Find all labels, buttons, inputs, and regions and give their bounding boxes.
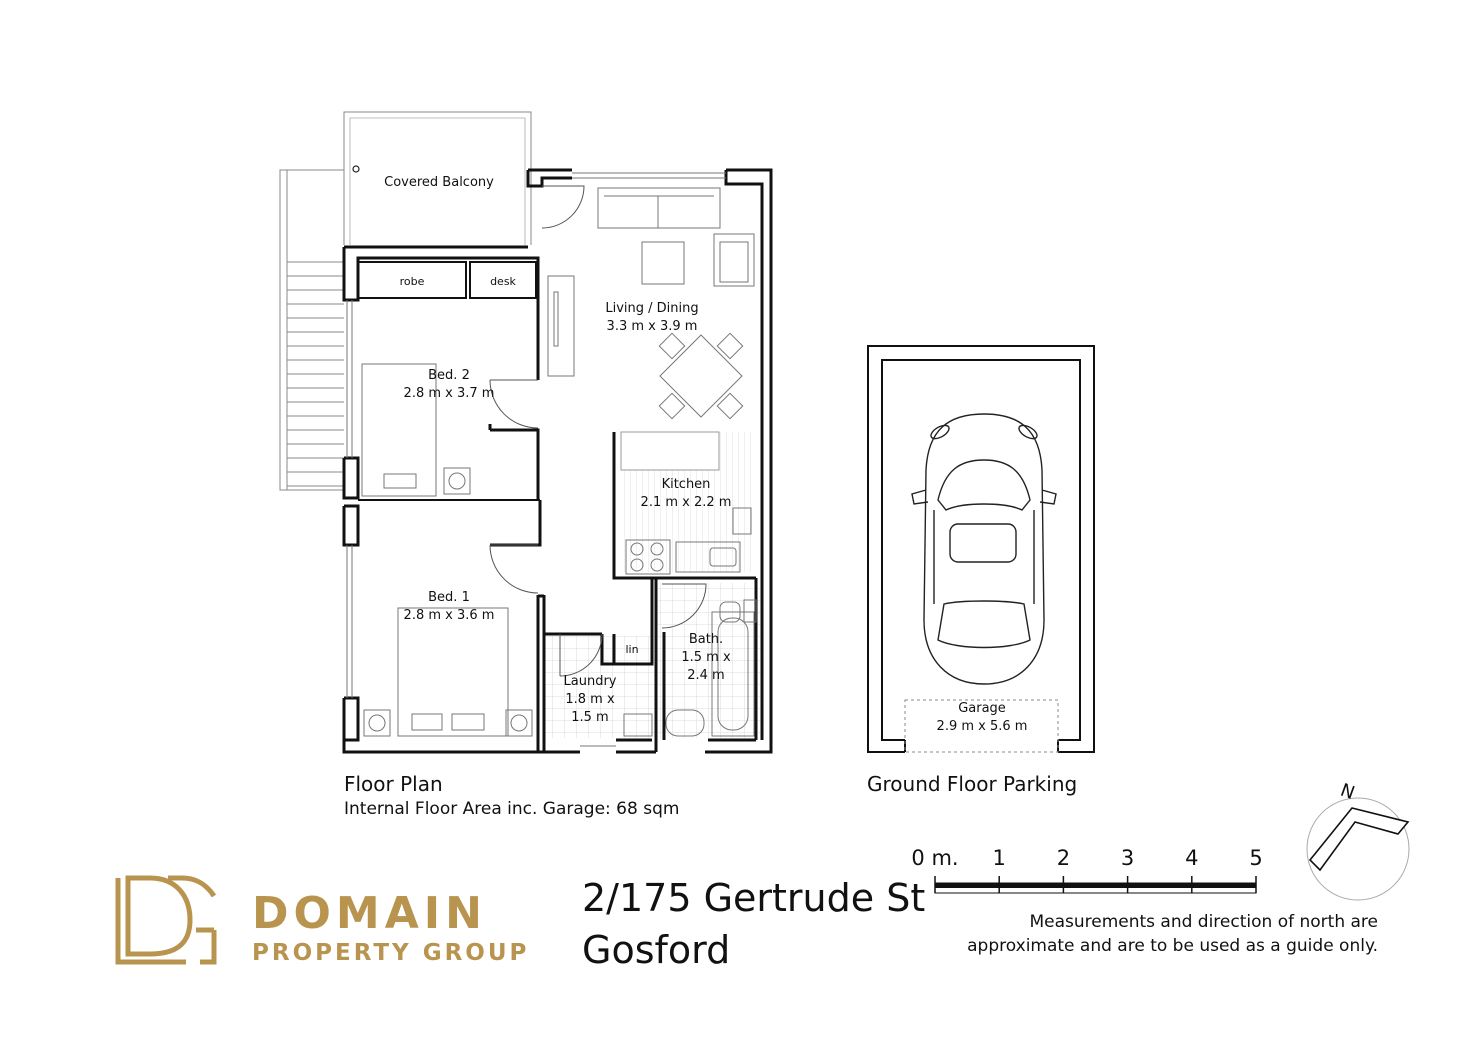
- linen-label: lin: [625, 643, 638, 656]
- scale-label: 5: [1249, 846, 1263, 870]
- north-compass-icon: N: [1306, 780, 1410, 901]
- laundry-label: Laundry: [564, 674, 617, 689]
- floor-plan-caption: Floor Plan: [344, 772, 443, 796]
- brand-subtitle: PROPERTY GROUP: [252, 940, 530, 966]
- scale-bar: [934, 876, 1257, 894]
- parking-caption: Ground Floor Parking: [867, 772, 1078, 796]
- covered-balcony: [343, 111, 532, 245]
- car-icon: [911, 413, 1057, 685]
- bath-label: Bath.: [689, 632, 723, 647]
- desk-label: desk: [490, 275, 516, 288]
- garage-size: 2.9 m x 5.6 m: [937, 719, 1028, 734]
- kitchen-size: 2.1 m x 2.2 m: [641, 495, 732, 510]
- living-label: Living / Dining: [605, 301, 698, 316]
- scale-label: 4: [1185, 846, 1199, 870]
- floor-area-caption: Internal Floor Area inc. Garage: 68 sqm: [344, 799, 680, 819]
- kitchen-bench: [620, 431, 720, 471]
- address-line-1: 2/175 Gertrude St: [582, 876, 926, 920]
- balcony-label: Covered Balcony: [384, 175, 494, 190]
- laundry-size-1: 1.8 m x: [565, 692, 615, 707]
- bath-size-2: 2.4 m: [687, 668, 724, 683]
- laundry-floor: [545, 636, 655, 738]
- kitchen-label: Kitchen: [662, 477, 711, 492]
- scale-label: 0 m.: [911, 846, 959, 870]
- disclaimer-line-1: Measurements and direction of north are: [1029, 912, 1378, 932]
- garage: [867, 345, 1095, 753]
- windows: [346, 172, 726, 747]
- scale-label: 1: [992, 846, 1006, 870]
- bed2-label: Bed. 2: [428, 368, 470, 383]
- bed1-size: 2.8 m x 3.6 m: [404, 608, 495, 623]
- bath-floor: [658, 583, 764, 738]
- scale-label: 2: [1056, 846, 1071, 870]
- north-label: N: [1338, 780, 1358, 804]
- bath-size-1: 1.5 m x: [681, 650, 731, 665]
- bed2-size: 2.8 m x 3.7 m: [404, 386, 495, 401]
- scale-label: 3: [1120, 846, 1135, 870]
- furniture: [357, 187, 757, 737]
- stairs: [279, 169, 344, 491]
- bed1-label: Bed. 1: [428, 590, 470, 605]
- disclaimer-line-2: approximate and are to be used as a guid…: [967, 936, 1378, 956]
- domain-logo-icon: [115, 875, 217, 965]
- address-line-2: Gosford: [582, 928, 731, 972]
- laundry-size-2: 1.5 m: [571, 710, 608, 725]
- brand-name: DOMAIN: [252, 888, 487, 939]
- disclaimer: Measurements and direction of north are …: [967, 910, 1378, 958]
- living-size: 3.3 m x 3.9 m: [607, 319, 698, 334]
- garage-label: Garage: [958, 701, 1006, 716]
- doors: [489, 185, 707, 677]
- robe-label: robe: [400, 275, 425, 288]
